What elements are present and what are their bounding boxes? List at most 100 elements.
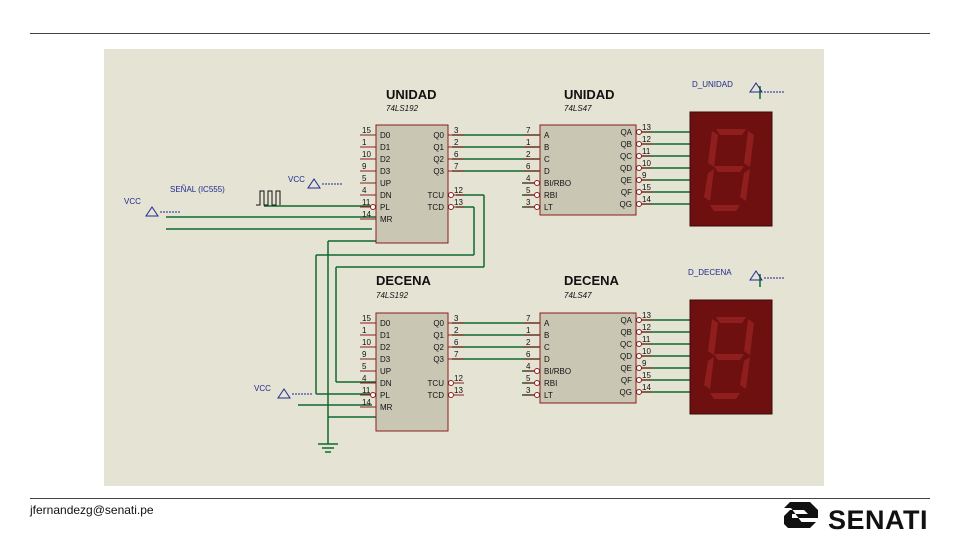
pin-number: 11 [642,335,651,344]
pin-number: 10 [362,338,371,347]
pin-name: QE [620,364,632,373]
pin-bubble [636,153,642,159]
senati-brand-text: SENATI [828,505,929,535]
display-decena-label: D_DECENA [688,268,732,277]
pin-name: A [544,131,550,140]
pin-name: LT [544,203,553,212]
pin-name: DN [380,379,392,388]
pin-number: 2 [454,326,459,335]
pin-name: Q1 [433,331,444,340]
display-unidad-label: D_UNIDAD [692,80,733,89]
pin-bubble [636,129,642,135]
pin-name: Q0 [433,319,444,328]
pin-name: D2 [380,343,391,352]
pin-name: MR [380,403,393,412]
pin-bubble [636,189,642,195]
pin-name: TCU [428,191,445,200]
pin-number: 12 [454,374,463,383]
pin-number: 11 [362,198,371,207]
pin-bubble [636,165,642,171]
pin-name: D1 [380,143,391,152]
pin-bubble [636,201,642,207]
pin-name: Q0 [433,131,444,140]
vcc-label-left: VCC [124,197,141,206]
pin-number: 14 [362,398,371,407]
pin-name: C [544,155,550,164]
pin-number: 1 [526,326,531,335]
pin-name: QB [620,328,632,337]
pin-number: 15 [362,314,371,323]
pin-bubble [534,180,540,186]
pin-name: D [544,167,550,176]
pin-name: QD [620,352,632,361]
pin-name: Q1 [433,143,444,152]
counter-decena-pins: 15D01D110D29D35UP4DN11PL14MR3Q02Q16Q27Q3… [360,314,464,412]
pin-number: 12 [642,135,651,144]
pin-name: UP [380,179,391,188]
pin-number: 14 [642,195,651,204]
pin-name: QD [620,164,632,173]
pin-number: 5 [526,374,531,383]
pin-number: 14 [642,383,651,392]
pin-name: QA [620,316,632,325]
pin-number: 15 [642,183,651,192]
pin-number: 2 [454,138,459,147]
pin-name: D1 [380,331,391,340]
display-decena-segments [704,317,754,399]
pin-name: RBI [544,191,557,200]
pin-name: PL [380,391,390,400]
pin-number: 6 [454,150,459,159]
pin-bubble [636,177,642,183]
pin-bubble [534,392,540,398]
counter-decena-part: 74LS192 [376,291,409,300]
pin-name: D0 [380,319,391,328]
pin-name: C [544,343,550,352]
pin-number: 6 [526,162,531,171]
pin-name: QA [620,128,632,137]
pin-name: LT [544,391,553,400]
decoder-decena-body [539,312,637,404]
pin-number: 6 [454,338,459,347]
pin-name: MR [380,215,393,224]
pin-name: D3 [380,167,391,176]
pin-name: QC [620,340,632,349]
pin-bubble [448,380,454,386]
display-decena [689,299,773,415]
pin-number: 15 [642,371,651,380]
pin-name: BI/RBO [544,367,571,376]
pin-number: 2 [526,338,531,347]
pin-number: 2 [526,150,531,159]
pin-bubble [636,377,642,383]
pin-number: 4 [362,186,367,195]
terminals [145,82,784,399]
pin-bubble [370,204,376,210]
vcc-label-mid: VCC [288,175,305,184]
pin-bubble [370,392,376,398]
pin-name: RBI [544,379,557,388]
vcc-label-bottom: VCC [254,384,271,393]
decoder-decena-pins: 7A1B2C6D4BI/RBO5RBI3LT13QA12QB11QC10QD9Q… [524,311,652,400]
pin-number: 11 [642,147,651,156]
pin-name: UP [380,367,391,376]
pin-number: 1 [362,326,367,335]
pin-name: TCU [428,379,445,388]
counter-decena: DECENA 74LS192 15D01D110D29D35UP4DN11PL1… [360,273,464,432]
pin-number: 5 [526,186,531,195]
pin-number: 1 [526,138,531,147]
pin-name: A [544,319,550,328]
pin-name: BI/RBO [544,179,571,188]
pin-name: Q2 [433,155,444,164]
pin-number: 3 [526,386,531,395]
pin-number: 9 [362,350,367,359]
pin-bubble [636,341,642,347]
senati-logo-icon [782,502,818,528]
counter-unidad: UNIDAD 74LS192 15D01D110D29D35UP4DN11PL1… [360,87,464,244]
pin-number: 13 [642,311,651,320]
pin-name: DN [380,191,392,200]
pin-number: 7 [454,350,459,359]
pin-number: 10 [642,159,651,168]
pin-name: QB [620,140,632,149]
pin-number: 9 [642,359,647,368]
pin-number: 14 [362,210,371,219]
top-rule [30,33,930,34]
